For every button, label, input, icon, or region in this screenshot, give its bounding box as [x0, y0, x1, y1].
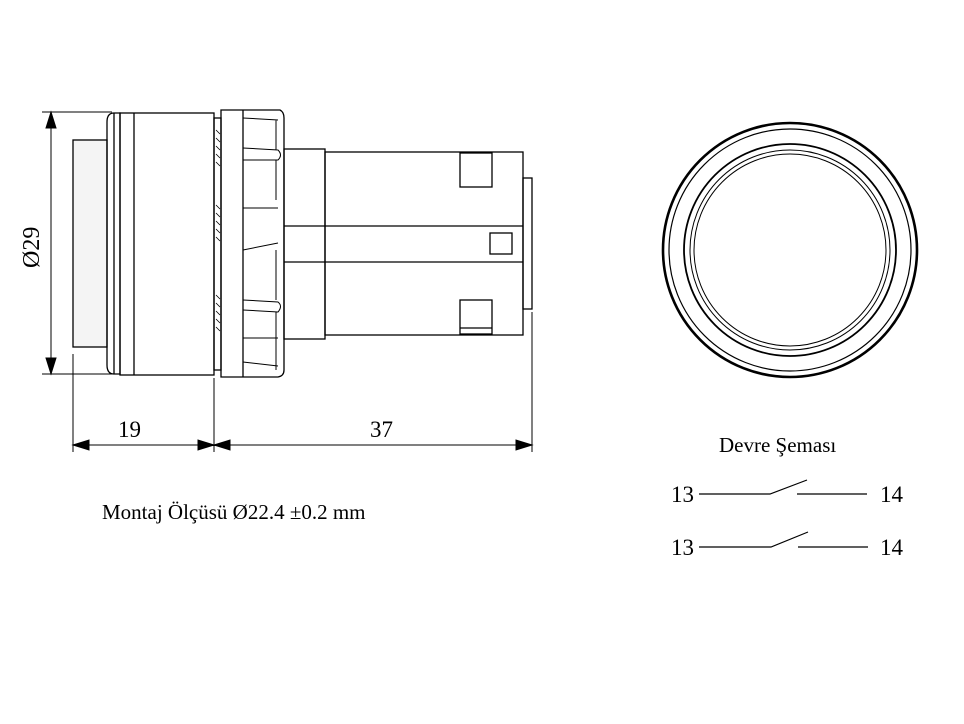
- contact-1-right: 14: [880, 482, 903, 507]
- mounting-nut: [220, 109, 285, 378]
- contact-block-body: [324, 151, 524, 336]
- contact-2-right: 14: [880, 535, 903, 560]
- bezel: [106, 112, 121, 375]
- mounting-note: Montaj Ölçüsü Ø22.4 ±0.2 mm: [102, 500, 366, 524]
- contact-1-left: 13: [671, 482, 694, 507]
- rear-length-label: 37: [370, 417, 393, 442]
- circuit-title: Devre Şeması: [719, 433, 837, 457]
- front-view: [661, 121, 919, 379]
- diameter-label: Ø29: [19, 226, 45, 268]
- contact-2-left: 13: [671, 535, 694, 560]
- terminal-tab: [522, 177, 533, 310]
- contact-block-front: [283, 148, 326, 340]
- dimension-lines: [42, 110, 534, 452]
- front-length-label: 19: [118, 417, 141, 442]
- circuit-diagram: [699, 479, 868, 548]
- button-cap: [72, 139, 108, 348]
- side-view: [72, 109, 533, 378]
